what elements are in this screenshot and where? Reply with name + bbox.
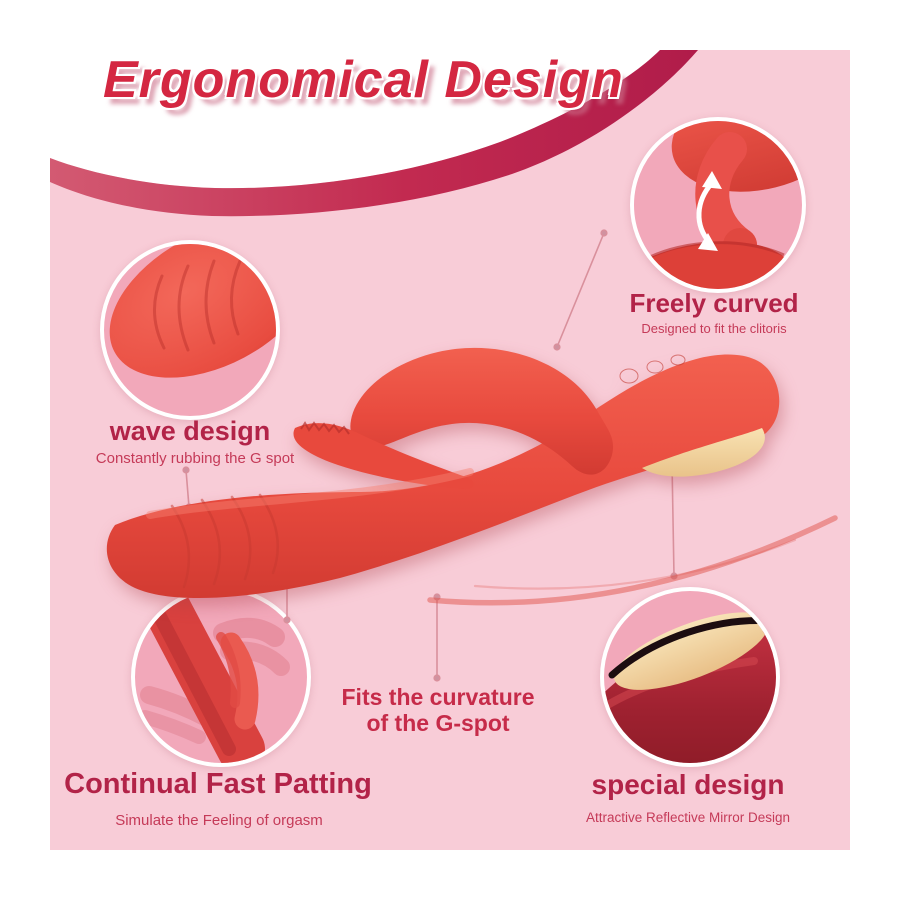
- mirror-base-closeup-icon: [604, 612, 776, 763]
- continual-patting-label: Continual Fast Patting: [64, 768, 372, 800]
- wave-design-label: wave design: [109, 416, 271, 446]
- center-note-line1: Fits the curvature: [341, 684, 535, 710]
- center-note-line2: of the G-spot: [366, 710, 510, 737]
- curved-arm-closeup-icon: [634, 121, 802, 289]
- special-design-label: special design: [591, 769, 785, 800]
- continual-patting-description: Simulate the Feeling of orgasm: [115, 812, 323, 829]
- wave-design-inset-circle: [100, 240, 280, 420]
- patting-fingers-closeup-icon: [138, 591, 290, 763]
- special-design-inset-circle: [600, 587, 780, 767]
- patting-inset-circle: [131, 587, 311, 767]
- freely-curved-description: Designed to fit the clitoris: [641, 321, 787, 336]
- special-design-description: Attractive Reflective Mirror Design: [585, 810, 791, 825]
- freely-curved-inset-circle: [630, 117, 806, 293]
- freely-curved-label: Freely curved: [629, 288, 799, 318]
- center-note: Fits the curvature of the G-spot: [342, 684, 535, 737]
- double-curved-arrow-icon: [696, 171, 722, 251]
- wave-design-description: Constantly rubbing the G spot: [95, 450, 295, 467]
- wave-tip-closeup-icon: [109, 244, 276, 378]
- page-title: Ergonomical Design: [103, 51, 624, 109]
